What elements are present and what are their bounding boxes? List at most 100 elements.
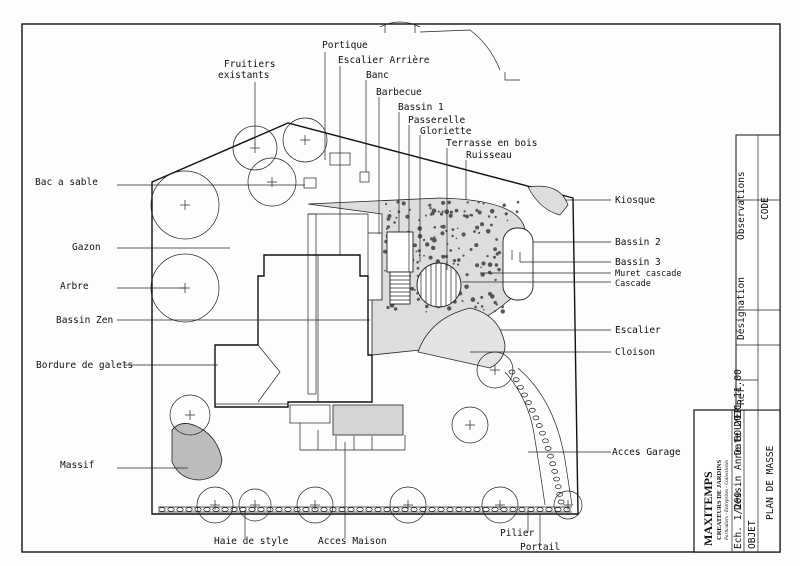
escalier-curve [417, 307, 506, 369]
label-pilier: Pilier [500, 528, 535, 539]
gravel-dot [431, 237, 437, 243]
label-kiosque: Kiosque [615, 195, 655, 206]
garage-stone [528, 407, 536, 413]
garage-stone [553, 476, 560, 482]
gravel-dot [466, 201, 469, 204]
hedge-stone [302, 507, 310, 512]
gravel-dot [480, 305, 484, 308]
gravel-dot [415, 250, 418, 253]
gravel-dot [447, 200, 452, 205]
garage-stone [556, 492, 564, 497]
gravel-dot [447, 306, 452, 311]
garage-stone [512, 377, 520, 382]
garage-stone [525, 400, 532, 405]
hedge-stone [212, 507, 220, 512]
gravel-dot [515, 210, 519, 214]
gravel-dot [493, 247, 497, 252]
gravel-dot [385, 228, 388, 230]
massif [171, 423, 223, 481]
hedge-stone [338, 507, 346, 512]
gravel-dot [389, 210, 392, 212]
gravel-dot [455, 237, 458, 240]
garage-stone [539, 430, 546, 436]
label-escalier-arriere: Escalier Arrière [338, 55, 430, 66]
label-terrasse-en-bois: Terrasse en bois [446, 138, 538, 149]
front-paving [332, 404, 404, 436]
hedge-stone [554, 507, 562, 512]
gravel-dot [384, 269, 386, 272]
garage-stone [547, 453, 554, 459]
gravel-dot [488, 291, 492, 296]
label-escalier: Escalier [615, 325, 661, 336]
gravel-dot [465, 273, 469, 277]
gravel-dot [485, 229, 491, 234]
gravel-dot [480, 295, 484, 299]
gravel-dot [487, 262, 493, 268]
gravel-dot [437, 210, 440, 213]
designation-label: Désignation [736, 277, 747, 340]
gravel-dot [395, 216, 398, 219]
hedge-stone [437, 507, 445, 512]
gravel-dot [383, 249, 387, 254]
hedge-stone [275, 507, 283, 512]
hedge-stone [230, 507, 238, 512]
gravel-dot [444, 255, 448, 258]
tree [296, 486, 334, 524]
gravel-dot [416, 292, 419, 295]
gravel-dot [416, 297, 420, 301]
hedge-stone [527, 507, 535, 512]
tree [150, 170, 220, 240]
gravel-dot [425, 304, 429, 309]
tree [282, 117, 328, 163]
gravel-dot [470, 297, 476, 302]
gravel-dot [475, 208, 479, 212]
garage-stone [517, 384, 524, 390]
gravel-dot [457, 258, 461, 262]
label-acces-garage: Acces Garage [612, 447, 681, 458]
plan-labels: Portique Escalier Arrière Banc Barbecue … [35, 40, 682, 553]
hedge-stone [320, 507, 328, 512]
label-bac-a-sable: Bac a sable [35, 177, 98, 188]
house-inner-lines [257, 344, 281, 403]
gravel-dot [425, 214, 427, 217]
gravel-dot [449, 249, 453, 252]
gravel-dot [495, 303, 498, 306]
gravel-dot [418, 219, 420, 222]
gravel-dot [475, 225, 480, 230]
gravel-dot [416, 266, 420, 270]
hedge-stone [257, 507, 265, 512]
hedge-stone [401, 507, 409, 512]
gloriette-deck [416, 262, 462, 308]
banc [359, 171, 370, 183]
company-subtitle: CREATEURS DE JARDINS [716, 460, 723, 540]
hedge-stone [392, 507, 400, 512]
hedge-stone [545, 507, 553, 512]
tree [389, 486, 427, 524]
label-fruitiers-1: Fruitiers [224, 59, 275, 70]
hedge-stone [383, 507, 391, 512]
echelle: Ech. 1/200 [733, 492, 744, 549]
company-name: MAXITEMPS [701, 471, 715, 546]
label-muret-cascade: Muret cascade [615, 269, 682, 279]
gravel-dot [440, 231, 445, 236]
garage-stone [549, 461, 557, 467]
gravel-dot [457, 263, 460, 266]
gravel-dot [482, 202, 485, 205]
hedge-stone [374, 507, 382, 512]
hedge-stone [473, 507, 481, 512]
house-outline [214, 254, 373, 408]
gravel-dot [451, 228, 455, 232]
gravel-dot [477, 201, 480, 204]
gravel-dot [465, 214, 469, 219]
gravel-dot [425, 311, 428, 313]
gravel-dot [393, 307, 398, 311]
garage-stone [544, 446, 552, 451]
gravel-dot [457, 247, 460, 250]
kiosque [527, 185, 569, 216]
gravel-dot [494, 278, 497, 282]
hedge-stone [365, 507, 373, 512]
gravel-dot [441, 254, 446, 259]
gravel-dot [483, 308, 485, 311]
company-tagline: Particuliers - Entreprises - Collectivit… [725, 460, 730, 541]
label-bassin-1: Bassin 1 [398, 102, 444, 113]
